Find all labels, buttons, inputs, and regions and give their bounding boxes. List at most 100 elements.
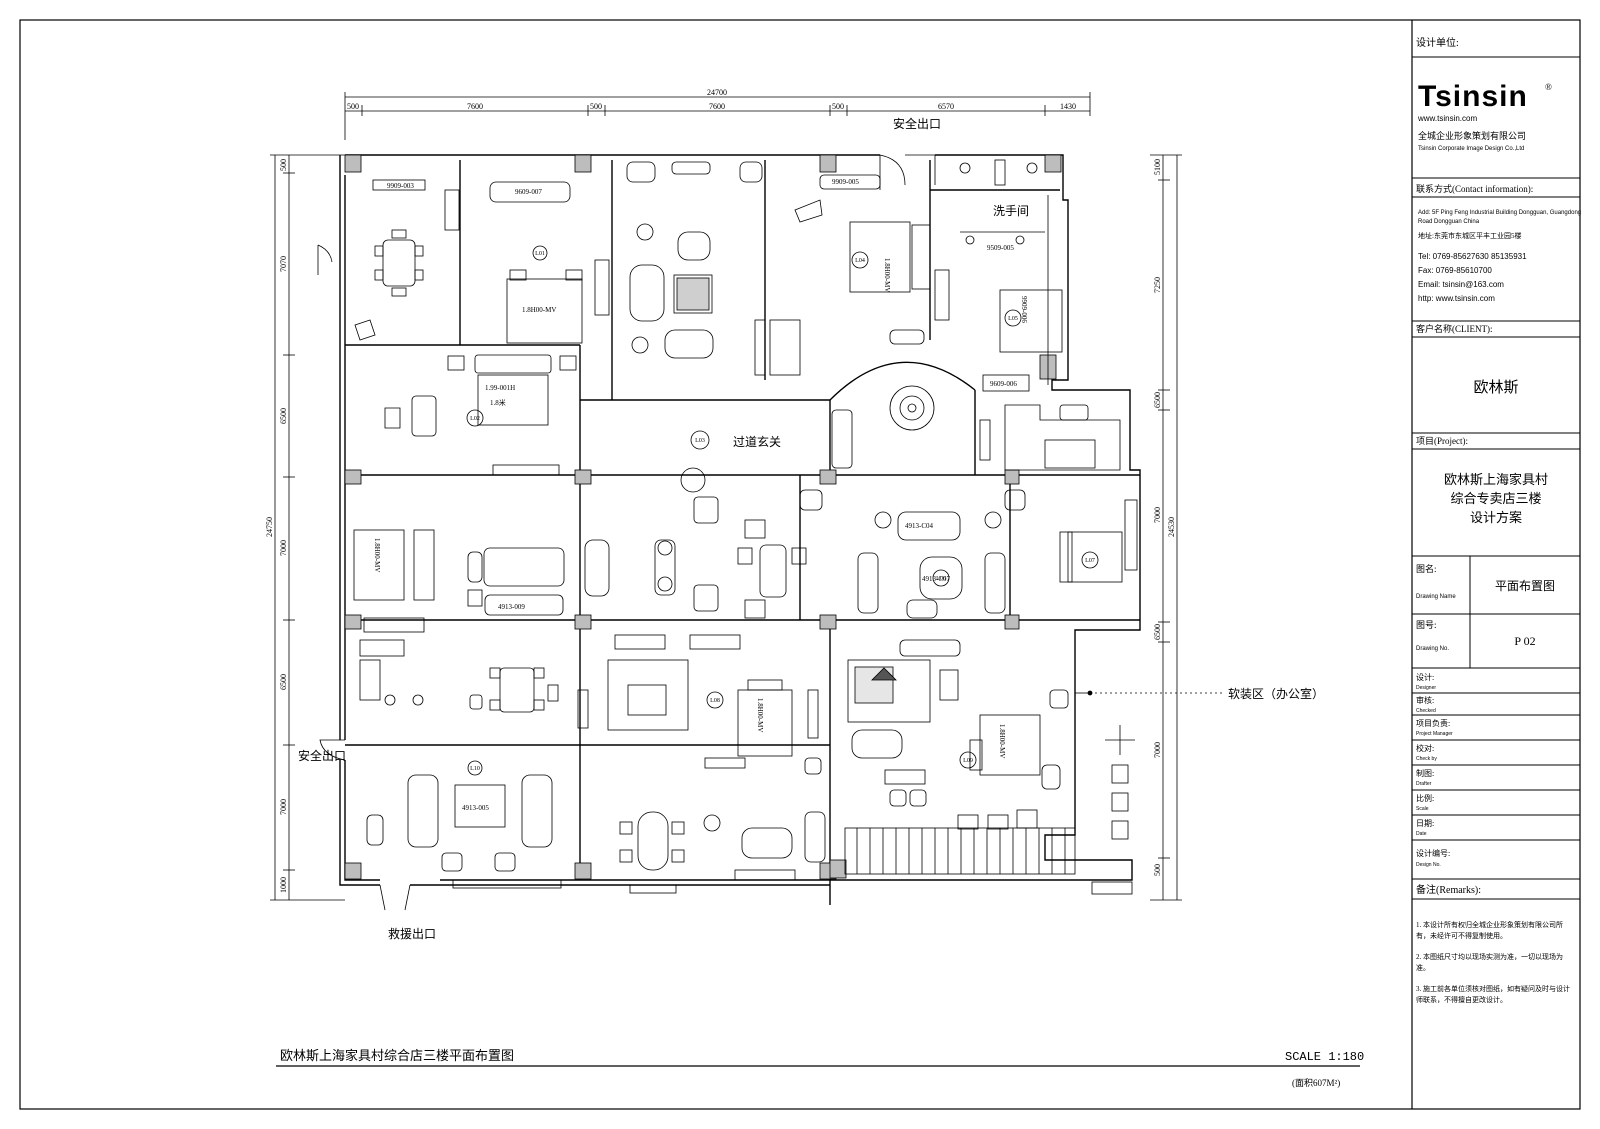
furniture-tag: 1.8H00-MV [998,724,1006,758]
dim-top: 7600 [467,102,483,111]
drawing-name-label: 图名: [1416,563,1437,574]
dim-right: 5100 [1153,159,1162,175]
remarks-label: 备注(Remarks): [1416,883,1481,896]
dim-overall-right: 24530 [1167,517,1176,537]
dim-left: 6500 [279,408,288,424]
contact-line: 地址:东莞市东城区平丰工业园5楼 [1418,231,1521,240]
drawing-name: 平面布置图 [1495,579,1555,593]
furniture-tag: 4913-009 [498,603,525,611]
furniture-tag: 4913-005 [462,804,489,812]
contact-line: Road Dongguan China [1418,219,1480,225]
registered-mark: ® [1545,82,1552,92]
dim-overall-left: 24750 [265,517,274,537]
exit-left-label: 安全出口 [298,748,346,763]
project-label: 项目(Project): [1416,436,1468,446]
dim-top: 500 [832,102,844,111]
furniture-tag: 9509-005 [987,244,1014,252]
circle-tag: L06 [936,576,946,582]
furniture-tag: 1.8H00-MV [373,538,381,572]
office-partitions [1075,690,1225,840]
dim-right: 6500 [1153,392,1162,408]
dim-right: 6500 [1153,624,1162,640]
contact-label: 联系方式(Contact information): [1416,183,1533,194]
circle-tag: L08 [710,698,720,704]
furniture-tag: 1.99-001H [485,384,515,392]
contact-line: Tel: 0769-85627630 85135931 [1418,252,1527,261]
furniture-tag: 9909-003 [387,182,414,190]
contact-line: Email: tsinsin@163.com [1418,280,1504,289]
role-label: 比例: [1416,793,1434,803]
furniture-tags: 9909-003 9609-007 9909-005 9509-005 9609… [373,178,1028,812]
sheet-border [19,19,1581,1110]
logo-website: www.tsinsin.com [1417,114,1477,123]
role-label: 制图: [1416,768,1434,778]
dim-left: 1000 [279,877,288,893]
area-labels: 安全出口 洗手间 过道玄关 安全出口 救援出口 软装区（办公室） [298,116,1324,941]
project-line: 设计方案 [1470,510,1522,525]
circle-tag: L10 [470,766,480,772]
remark: 2. 本图纸尺寸均以现场实测为准，一切以现场为准。 [1416,953,1563,972]
circle-tags: L01 L02 L03 L04 L05 L06 L07 L08 L09 L10 [470,251,1095,772]
plan-caption: 欧林斯上海家具村综合店三楼平面布置图 SCALE 1:180 (面积607M²) [276,1048,1364,1088]
columns [344,154,1062,880]
role-label: 审核: [1416,695,1434,705]
company-en: Tsinsin Corporate Image Design Co.,Ltd [1418,146,1524,152]
furniture-tag: 9909-005 [832,178,859,186]
dim-overall-top: 24700 [707,88,727,97]
drawing-no: P 02 [1514,634,1535,648]
furniture-tag: 9909-006 [1020,296,1028,323]
role-label: 项目负责: [1416,718,1450,728]
remarks-box: 1. 本设计所有权归全城企业形象策划有限公司所有，未经许可不得复制使用。 2. … [1416,921,1570,1004]
furniture-tag: 1.8H00-MV [522,306,556,314]
circle-tag: L09 [963,758,973,764]
circle-tag: L03 [695,438,705,444]
staircase [844,827,1076,875]
design-unit-label: 设计单位: [1416,36,1459,49]
exit-bottom-label: 救援出口 [388,926,436,941]
circle-tag: L02 [470,416,480,422]
doors [317,154,936,911]
furniture-tag: 1.8H00-MV [883,258,891,292]
role-en: Checked [1416,708,1436,714]
furniture [353,159,1138,895]
role-en: Design No. [1416,862,1441,868]
furniture-tag: 1.8H00-MV [756,698,764,732]
company-cn: 全城企业形象策划有限公司 [1418,130,1526,141]
dim-top: 7600 [709,102,725,111]
role-en: Drafter [1416,781,1432,787]
remark: 3. 施工前各单位须核对图纸，如有疑问及时与设计师联系，不得擅自更改设计。 [1416,985,1570,1004]
role-label: 校对: [1416,743,1434,753]
dimension-text: 24700 500 7600 500 7600 500 6570 1430 24… [265,88,1176,893]
washroom-label: 洗手间 [993,204,1029,218]
role-en: Date [1416,831,1427,837]
dim-left: 7070 [279,256,288,272]
foyer-label: 过道玄关 [733,434,781,449]
role-en: Check by [1416,756,1437,762]
dim-right: 7000 [1153,742,1162,758]
project-line: 欧林斯上海家具村 [1444,472,1548,487]
caption-area: (面积607M²) [1292,1077,1340,1088]
role-label: 日期: [1416,819,1434,828]
exit-top-label: 安全出口 [893,116,941,131]
dim-top: 500 [590,102,602,111]
dim-left: 500 [279,159,288,171]
contact-line: Add: 5F Ping Feng Industrial Building Do… [1418,210,1581,216]
dim-top: 6570 [938,102,954,111]
circle-tag: L07 [1085,558,1095,564]
dim-right: 7250 [1153,277,1162,293]
dim-right: 500 [1153,864,1162,876]
circle-tag: L04 [855,258,865,264]
title-block: 设计单位: Tsinsin ® www.tsinsin.com 全城企业形象策划… [1411,20,1581,1109]
drawing-no-en: Drawing No. [1416,646,1449,652]
dimension-lines [270,92,1182,901]
contact-line: http: www.tsinsin.com [1418,294,1495,303]
role-en: Designer [1416,685,1436,691]
role-label: 设计: [1416,672,1434,682]
dim-top: 500 [347,102,359,111]
dim-top: 1430 [1060,102,1076,111]
dim-left: 7000 [279,799,288,815]
contact-line: Fax: 0769-85610700 [1418,266,1492,275]
role-label: 设计编号: [1416,848,1450,858]
furniture-tag: 4913-C07 [922,575,951,583]
